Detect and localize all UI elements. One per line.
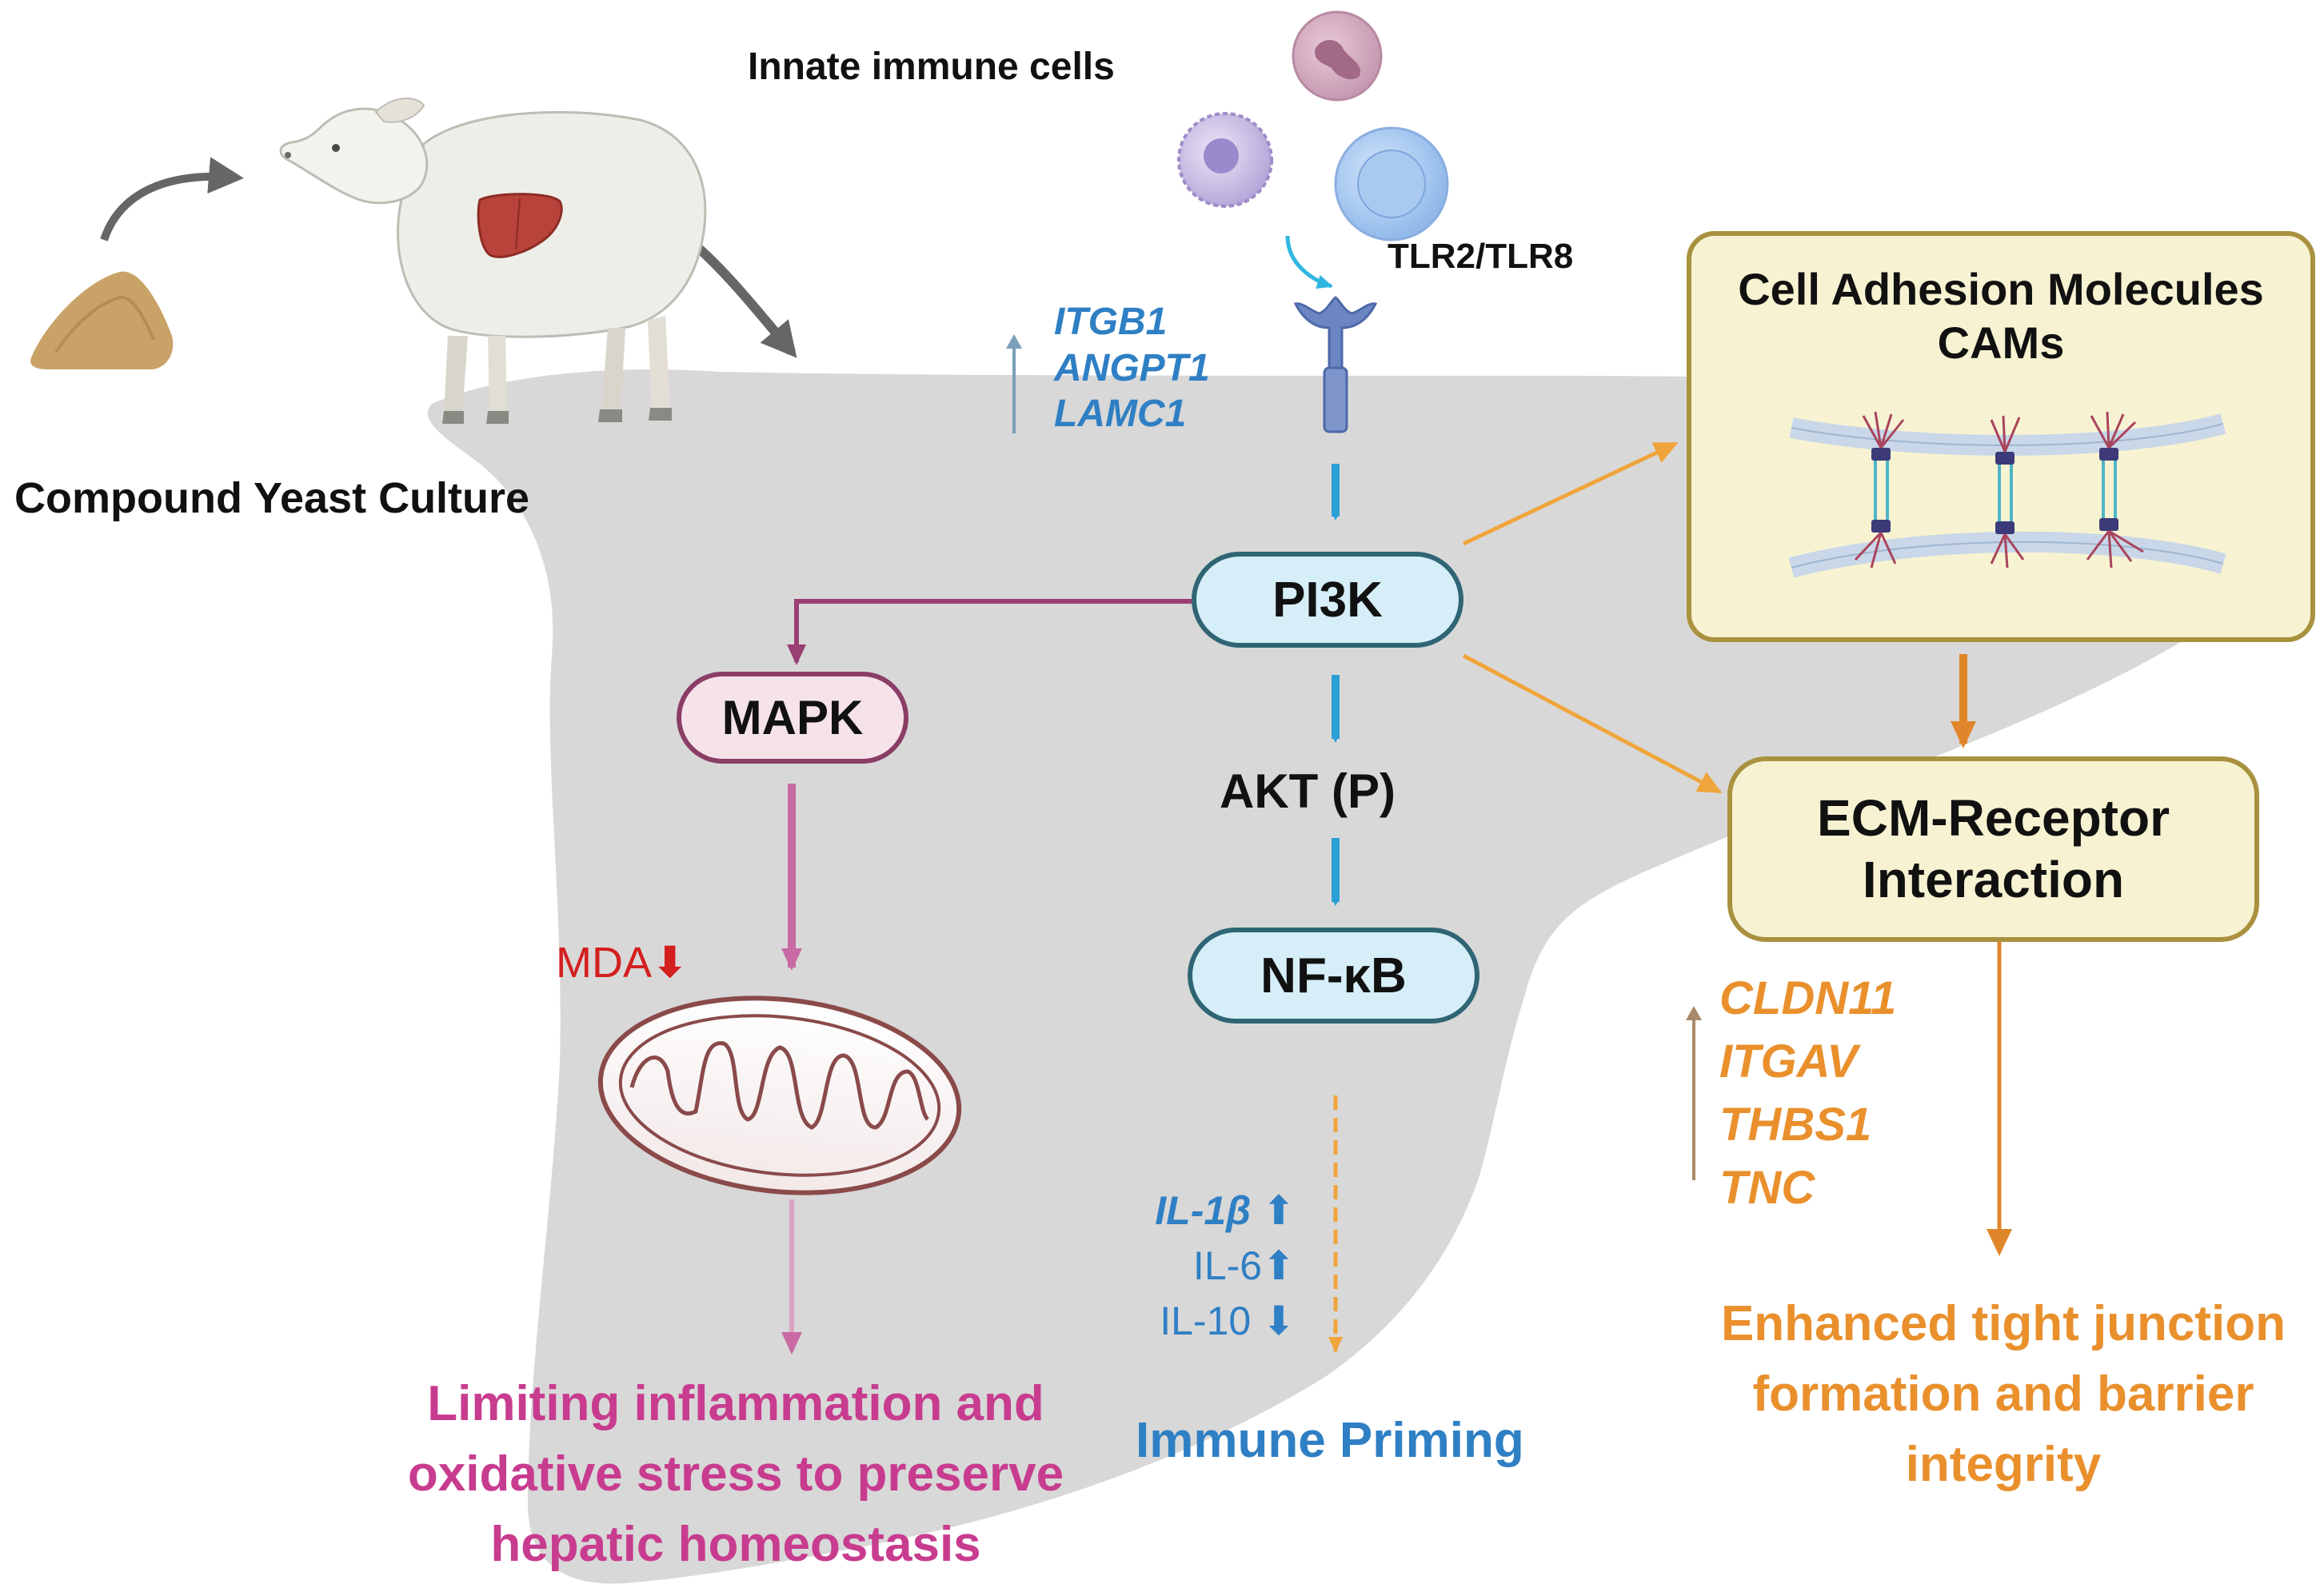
cell-junction-icon	[1788, 411, 2226, 578]
cytokine-il6: IL-6⬆	[1192, 1243, 1296, 1288]
gene-tnc: TNC	[1719, 1161, 1815, 1214]
nfkb-label: NF-κB	[1260, 948, 1407, 1003]
gene-itgav: ITGAV	[1719, 1035, 1858, 1087]
gene-lamc1: LAMC1	[1054, 393, 1187, 436]
receptor-icon	[1293, 296, 1378, 433]
pi3k-to-ecm-arrow	[1462, 653, 1723, 794]
pi3k-to-mapk-arrow	[787, 599, 1192, 665]
ecm-title-line2: Interaction	[1862, 851, 2125, 908]
genes-orange-list: CLDN11 ITGAV THBS1 TNC	[1719, 968, 1896, 1220]
outcome-left: Limiting inflammation and oxidative stre…	[304, 1369, 1168, 1580]
cams-title-line2: CAMs	[1937, 317, 2065, 369]
outcome-left-line3: hepatic homeostasis	[490, 1517, 981, 1573]
immune-cells-label: Innate immune cells	[748, 46, 1115, 88]
genes-blue-list: ITGB1 ANGPT1 LAMC1	[1054, 299, 1210, 437]
gene-itgb1: ITGB1	[1054, 301, 1168, 343]
cytokine-il10: IL-10 ⬇	[1160, 1299, 1296, 1343]
pi3k-node: PI3K	[1192, 552, 1463, 648]
down-arrow-icon: ⬇	[652, 939, 689, 987]
outcome-left-line2: oxidative stress to preserve	[407, 1446, 1064, 1502]
mapk-label: MAPK	[721, 691, 864, 744]
ecm-title-line1: ECM-Receptor	[1817, 789, 2170, 848]
gene-thbs1: THBS1	[1719, 1098, 1872, 1151]
down-arrow-icon: ⬇	[1262, 1299, 1296, 1343]
up-arrow-icon: ⬆	[1262, 1188, 1296, 1233]
gene-angpt1: ANGPT1	[1054, 346, 1210, 389]
cytokine-il1b: IL-1β ⬆	[1155, 1188, 1296, 1233]
mitochondrion-icon	[597, 995, 962, 1195]
outcome-right-line1: Enhanced tight junction	[1720, 1296, 2286, 1351]
outcome-right-line2: formation and barrier	[1752, 1367, 2254, 1422]
outcome-left-line1: Limiting inflammation and	[427, 1376, 1044, 1431]
feed-label: Compound Yeast Culture	[14, 474, 530, 522]
outcome-right: Enhanced tight junction formation and ba…	[1687, 1289, 2319, 1500]
outcome-mid: Immune Priming	[1136, 1413, 1524, 1468]
cytokine-list: IL-1β ⬆ IL-6⬆ IL-10 ⬇	[1104, 1183, 1296, 1349]
pi3k-label: PI3K	[1272, 572, 1383, 628]
cell-to-receptor-arrow	[1285, 235, 1333, 289]
liver-icon	[477, 193, 563, 258]
gene-cldn11: CLDN11	[1719, 972, 1897, 1024]
up-arrow-icon: ⬆	[1262, 1243, 1296, 1288]
ecm-node: ECM-Receptor Interaction	[1727, 756, 2259, 942]
immune-cell-icon	[1177, 10, 1449, 241]
outcome-right-line3: integrity	[1905, 1437, 2102, 1493]
cams-title-line1: Cell Adhesion Molecules	[1738, 264, 2264, 314]
nfkb-node: NF-κB	[1188, 928, 1479, 1023]
feed-arrow	[100, 157, 244, 241]
yeast-pile-icon	[30, 271, 174, 369]
receptor-label: TLR2/TLR8	[1388, 237, 1574, 276]
mda-label: MDA	[556, 939, 652, 987]
cams-title: Cell Adhesion Molecules CAMs	[1689, 262, 2313, 369]
akt-label: AKT (P)	[1220, 764, 1396, 818]
mda-label-group: MDA⬇	[556, 937, 688, 988]
mapk-node: MAPK	[677, 672, 908, 764]
pi3k-to-cams-arrow	[1462, 441, 1679, 546]
